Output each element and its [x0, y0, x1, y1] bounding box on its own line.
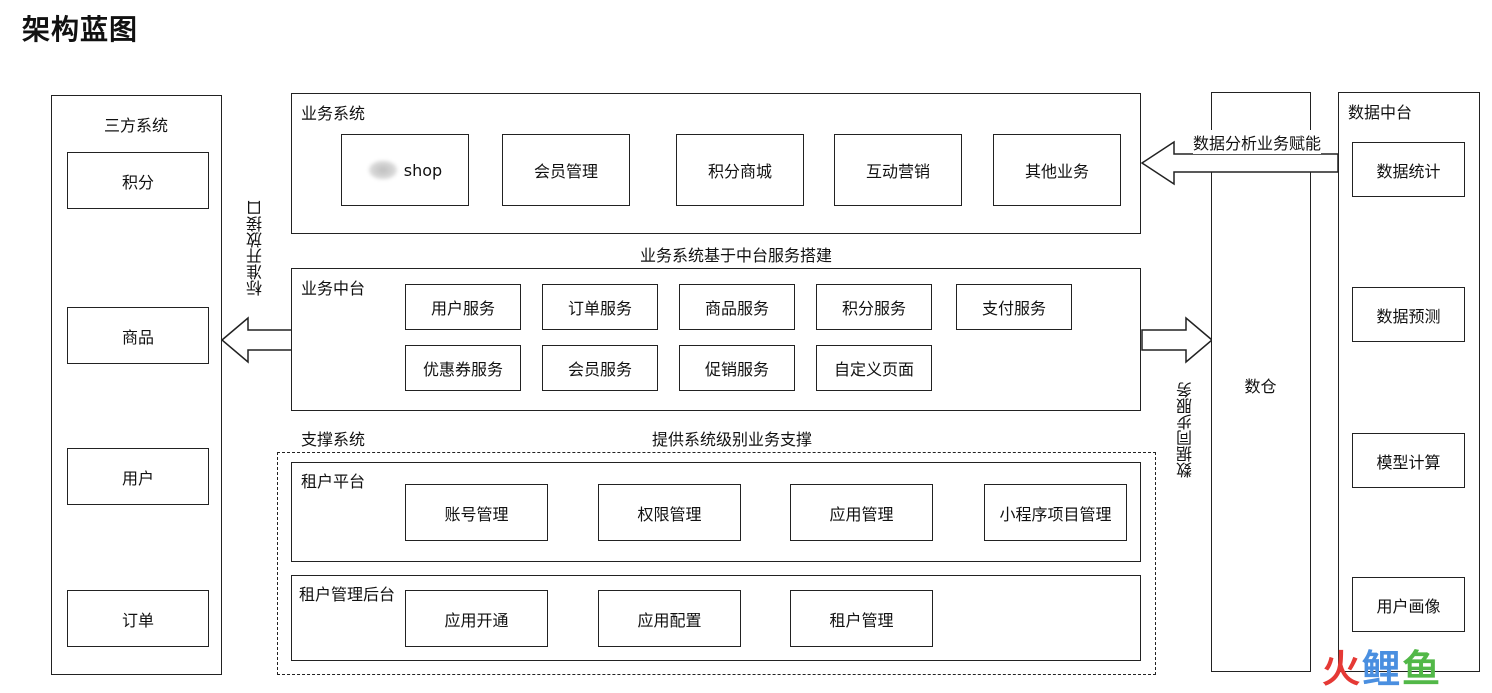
service-promotion: 促销服务	[679, 345, 795, 391]
business-item-points-mall: 积分商城	[676, 134, 804, 206]
data-item-statistics: 数据统计	[1352, 142, 1465, 197]
third-party-panel: 三方系统 积分 商品 用户 订单	[51, 95, 222, 675]
service-goods: 商品服务	[679, 284, 795, 330]
service-custom-page: 自定义页面	[816, 345, 932, 391]
open-interface-label: 标准开放接口	[246, 200, 265, 296]
tenant-platform-label: 租户平台	[301, 472, 366, 491]
tenant-platform-panel: 租户平台 账号管理 权限管理 应用管理 小程序项目管理	[291, 462, 1141, 562]
tenant-admin-label: 租户管理后台	[299, 585, 396, 604]
third-party-item-user: 用户	[67, 448, 209, 505]
third-party-item-points: 积分	[67, 152, 209, 209]
tenant-item-permission: 权限管理	[598, 484, 741, 541]
support-caption: 提供系统级别业务支撑	[652, 430, 813, 449]
service-coupon: 优惠券服务	[405, 345, 521, 391]
support-label: 支撑系统	[301, 430, 366, 449]
business-item-member: 会员管理	[502, 134, 630, 206]
service-points: 积分服务	[816, 284, 932, 330]
data-item-forecast: 数据预测	[1352, 287, 1465, 342]
admin-item-open: 应用开通	[405, 590, 548, 647]
page-title: 架构蓝图	[22, 13, 139, 46]
data-warehouse-panel: 数仓	[1211, 92, 1311, 672]
business-middle-panel: 业务中台 用户服务 订单服务 商品服务 积分服务 支付服务 优惠券服务 会员服务…	[291, 268, 1141, 411]
third-party-item-order: 订单	[67, 590, 209, 647]
empower-label: 数据分析业务赋能	[1193, 130, 1322, 154]
left-arrow-icon	[220, 316, 293, 364]
shop-label: shop	[403, 160, 443, 180]
tenant-item-miniprogram: 小程序项目管理	[984, 484, 1127, 541]
data-middle-label: 数据中台	[1348, 103, 1413, 122]
third-party-item-goods: 商品	[67, 307, 209, 364]
tenant-admin-panel: 租户管理后台 应用开通 应用配置 租户管理	[291, 575, 1141, 661]
tenant-item-app: 应用管理	[790, 484, 933, 541]
right-arrow-icon	[1141, 316, 1214, 364]
service-member: 会员服务	[542, 345, 658, 391]
third-party-label: 三方系统	[103, 116, 168, 135]
business-item-other: 其他业务	[993, 134, 1121, 206]
service-user: 用户服务	[405, 284, 521, 330]
data-middle-panel: 数据中台 数据统计 数据预测 模型计算 用户画像	[1338, 92, 1480, 672]
data-item-profile: 用户画像	[1352, 577, 1465, 632]
data-sync-label: 数据同步服务	[1176, 382, 1195, 478]
admin-item-config: 应用配置	[598, 590, 741, 647]
business-system-label: 业务系统	[301, 104, 366, 123]
tenant-item-account: 账号管理	[405, 484, 548, 541]
service-order: 订单服务	[542, 284, 658, 330]
business-middle-label: 业务中台	[301, 279, 366, 298]
data-warehouse-label: 数仓	[1244, 377, 1277, 396]
support-panel	[277, 452, 1156, 675]
data-item-model: 模型计算	[1352, 433, 1465, 488]
business-item-marketing: 互动营销	[834, 134, 962, 206]
admin-item-tenant: 租户管理	[790, 590, 933, 647]
mid-caption: 业务系统基于中台服务搭建	[640, 246, 833, 265]
service-payment: 支付服务	[956, 284, 1072, 330]
blurred-logo-icon	[367, 160, 398, 180]
shop-box: shop	[341, 134, 469, 206]
watermark-logo: 火鲤鱼	[1322, 647, 1443, 691]
business-system-panel: 业务系统 shop 会员管理 积分商城 互动营销 其他业务	[291, 93, 1141, 234]
